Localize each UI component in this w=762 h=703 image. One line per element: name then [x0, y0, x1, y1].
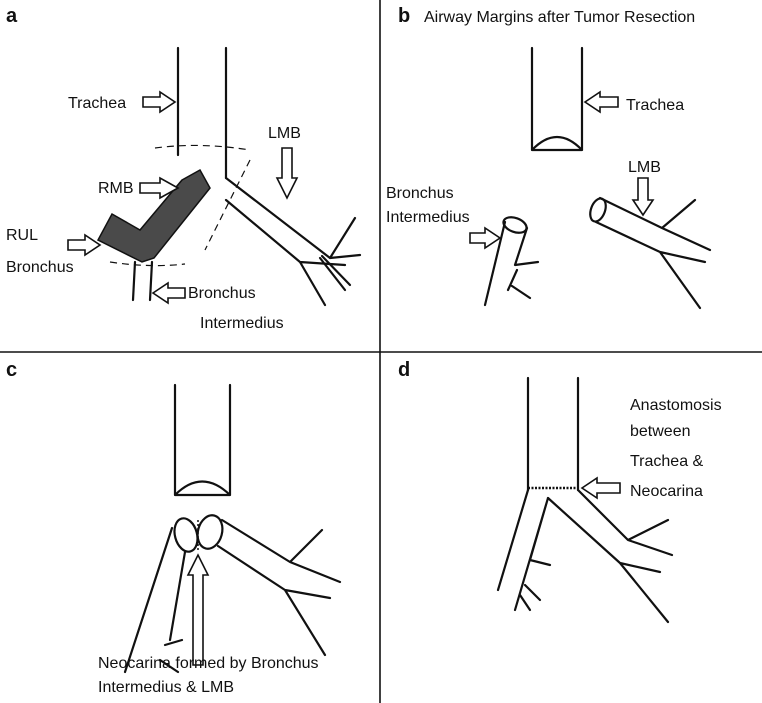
panel-d-label-4: Neocarina: [630, 483, 703, 500]
panel-b-title: Airway Margins after Tumor Resection: [424, 9, 695, 26]
panel-c-neocarina-arrow: [186, 553, 210, 666]
panel-b-lmb-stump: [589, 197, 607, 223]
panel-b-bi-arrow: [469, 226, 502, 250]
panel-a-bi-label-2: Intermedius: [200, 315, 284, 332]
panel-d: d Anastomosis between Trachea & Neocarin…: [398, 359, 722, 624]
panel-a-margin-lmb: [204, 159, 251, 251]
panel-c-bi-stump: [173, 517, 199, 553]
panel-d-right-branch: [546, 488, 674, 624]
panel-c: c Neocarina formed by Bronchus Intermedi…: [6, 359, 342, 696]
panel-b: b Airway Margins after Tumor Resection T…: [386, 5, 712, 310]
panel-a: a Trachea LMB RMB RUL Bronchus Bronchus …: [6, 5, 362, 332]
panel-b-bi-label-1: Bronchus: [386, 185, 454, 202]
panel-c-bi-branch: [123, 526, 187, 674]
panel-b-lmb: [594, 196, 712, 310]
panel-d-letter: d: [398, 359, 410, 381]
panel-a-trachea: [176, 46, 228, 180]
panel-b-bi-stump: [502, 216, 528, 234]
panel-b-trachea: [530, 46, 584, 152]
panel-a-rul-label-2: Bronchus: [6, 259, 74, 276]
panel-d-trachea: [526, 376, 580, 492]
panel-b-trachea-label: Trachea: [626, 97, 684, 114]
panel-d-anastomosis-arrow: [580, 476, 621, 500]
panel-a-lmb-lower: [318, 254, 352, 292]
panel-a-tumor: [96, 168, 211, 263]
panel-c-caption-2: Intermedius & LMB: [98, 679, 234, 696]
panel-a-lmb-arrow: [275, 147, 299, 200]
panel-a-rul-arrow: [67, 233, 102, 257]
panel-a-bi-arrow: [151, 281, 186, 305]
panel-d-left-lower: [518, 583, 542, 612]
panel-c-trachea: [173, 383, 232, 497]
panel-a-bronchus-intermedius: [131, 260, 154, 302]
panel-c-lmb-branch: [216, 518, 342, 657]
panel-a-lmb-label: LMB: [268, 125, 301, 142]
panel-c-caption-1: Neocarina formed by Bronchus: [98, 655, 319, 672]
panel-b-bronchus-intermedius: [483, 220, 540, 307]
panel-b-bi-label-2: Intermedius: [386, 209, 470, 226]
panel-a-lmb: [224, 176, 362, 307]
panel-d-left-branch: [496, 488, 552, 612]
panel-a-margin-lower: [109, 261, 186, 267]
panel-c-letter: c: [6, 359, 17, 381]
panel-d-label-3: Trachea &: [630, 453, 704, 470]
panel-b-trachea-arrow: [583, 90, 619, 114]
panel-a-letter: a: [6, 5, 18, 27]
panel-a-rmb-arrow: [139, 176, 180, 200]
panel-a-trachea-label: Trachea: [68, 95, 126, 112]
panel-b-letter: b: [398, 5, 410, 27]
panel-d-label-1: Anastomosis: [630, 397, 722, 414]
panel-d-label-2: between: [630, 423, 691, 440]
panel-b-lmb-arrow: [631, 177, 655, 217]
panel-a-rmb-label: RMB: [98, 180, 134, 197]
panel-c-lmb-stump: [196, 514, 224, 550]
panel-a-trachea-arrow: [142, 90, 177, 114]
panel-b-lmb-label: LMB: [628, 159, 661, 176]
panel-a-margin-upper: [154, 144, 251, 151]
panel-a-rul-label-1: RUL: [6, 227, 38, 244]
panel-a-bi-label-1: Bronchus: [188, 285, 256, 302]
